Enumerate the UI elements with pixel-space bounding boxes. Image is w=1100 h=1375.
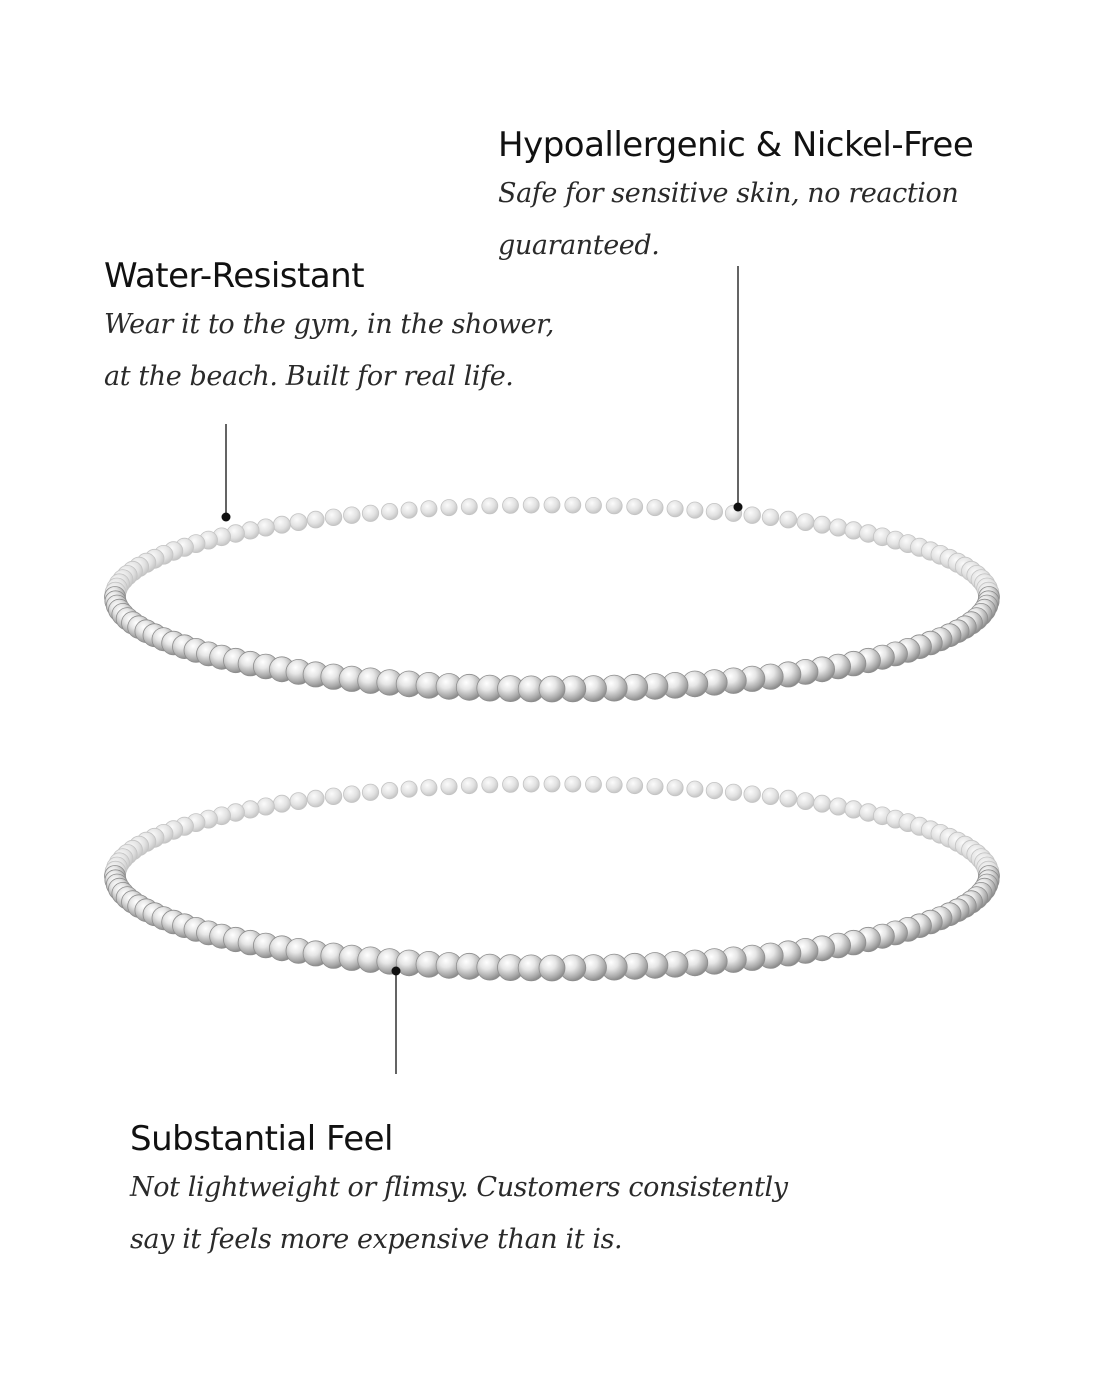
feature-description-line: at the beach. Built for real life. [104,361,514,393]
bead [400,780,418,798]
bead [502,776,519,793]
bead [761,508,780,527]
feature-description-line: guaranteed. [498,230,660,262]
bead [306,789,325,808]
bead [626,498,644,516]
bead [440,499,458,517]
bead [666,500,684,518]
bead [796,513,815,531]
bead [829,518,848,537]
bead [380,502,399,521]
feature-description: Safe for sensitive skin, no reaction gua… [498,168,1018,272]
feature-water-resistant: Water-Resistant Wear it to the gym, in t… [104,256,564,403]
callout-dot-substantial-feel [391,966,401,976]
bead [324,508,343,527]
feature-title: Substantial Feel [130,1119,394,1159]
bead [564,496,582,514]
bead [460,777,478,795]
feature-title: Water-Resistant [104,256,365,296]
bead [585,496,602,514]
bead [306,510,325,529]
feature-title: Hypoallergenic & Nickel-Free [498,125,974,165]
bead [543,775,561,793]
bead [686,780,704,798]
bead [420,500,438,518]
callout-dot-water-resistant [221,512,231,522]
bead [605,497,623,515]
bead [272,515,291,534]
bead [796,792,815,810]
bead [343,785,361,803]
bead [522,496,540,514]
feature-description: Wear it to the gym, in the shower, at th… [104,299,564,403]
feature-description: Not lightweight or flimsy. Customers con… [130,1162,850,1266]
bead [666,779,684,797]
bead [585,776,602,793]
callout-dot-hypoallergenic [733,502,743,512]
bead [646,499,664,517]
bead [686,501,704,519]
bead [779,510,798,529]
bead [813,794,831,813]
feature-description-line: say it feels more expensive than it is. [130,1224,623,1256]
bead [813,515,831,534]
feature-hypoallergenic: Hypoallergenic & Nickel-Free Safe for se… [498,125,1018,272]
bead [400,501,418,519]
bead [256,518,275,537]
bead [289,513,308,531]
bead [502,496,519,514]
bead [361,783,380,801]
bead [626,777,644,795]
bead [564,775,582,793]
bead [380,781,399,800]
bead [256,797,275,816]
bracelet-bottom-image [104,775,1000,982]
bead [646,778,664,796]
feature-description-line: Not lightweight or flimsy. Customers con… [130,1172,788,1204]
bead [705,502,724,521]
bead [522,775,540,793]
bead [761,787,780,806]
bead [460,498,478,516]
feature-description-line: Safe for sensitive skin, no reaction [498,178,959,210]
bead [361,504,380,522]
bead [420,779,438,797]
feature-description-line: Wear it to the gym, in the shower, [104,309,554,341]
bead [289,792,308,810]
bead [272,794,291,813]
bead [779,789,798,808]
bead [743,785,761,803]
bead [724,783,743,801]
bead [538,675,566,703]
feature-substantial-feel: Substantial Feel Not lightweight or flim… [130,1119,850,1266]
bead [829,797,848,816]
bead [481,776,499,794]
bead [743,506,761,524]
bead [481,497,499,515]
bead [605,776,623,794]
bead [440,778,458,796]
bead [705,781,724,800]
bead [343,506,361,524]
bead [543,496,561,514]
bracelet-top-image [104,496,1000,703]
bead [538,954,566,982]
bead [324,787,343,806]
